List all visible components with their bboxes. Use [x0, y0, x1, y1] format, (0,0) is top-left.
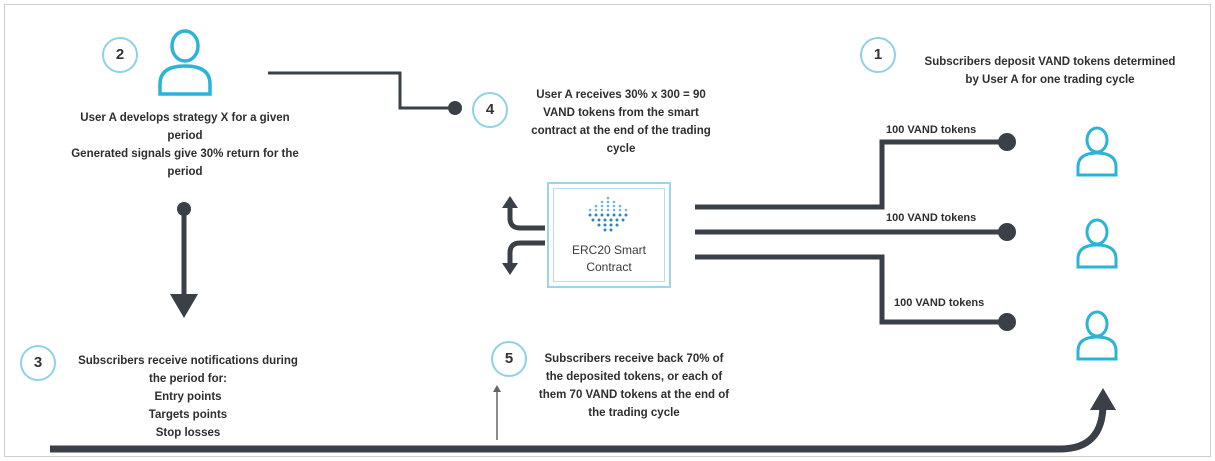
user-icon [1076, 310, 1118, 361]
contract-label-line: Contract [586, 260, 632, 274]
user-icon [1076, 218, 1118, 269]
step-badge-3: 3 [20, 345, 56, 381]
diagram-frame [4, 4, 1211, 457]
text-line: the period for: [149, 373, 227, 385]
text-line: by User A for one trading cycle [965, 74, 1135, 86]
deposit-line-3 [695, 254, 1004, 325]
text-line: Entry points [154, 391, 222, 403]
text-line: Subscribers deposit VAND tokens determin… [924, 56, 1176, 68]
text-line: Stop losses [155, 427, 221, 439]
connector-dot [998, 133, 1016, 151]
smart-contract-box: ERC20 Smart Contract [547, 182, 671, 288]
text-line: the deposited tokens, or each of [545, 371, 723, 383]
down-arrow-head [170, 294, 198, 318]
step1-text: Subscribers deposit VAND tokens determin… [900, 53, 1200, 89]
step3-text: Subscribers receive notifications during… [58, 352, 318, 442]
contract-label-line: ERC20 Smart [571, 243, 647, 257]
deposit-line-1 [695, 139, 1004, 210]
user-icon [158, 29, 212, 96]
step-badge-4: 4 [472, 92, 508, 128]
return-arrow [50, 403, 1107, 453]
deposit-label-3: 100 VAND tokens [894, 297, 985, 309]
contract-out-arrow-top [507, 205, 545, 231]
text-line: them 70 VAND tokens at the end of [538, 389, 730, 401]
connector-dot [998, 313, 1016, 331]
deposit-label-1: 100 VAND tokens [886, 124, 977, 136]
contract-inner-border [553, 188, 665, 282]
text-line: Subscribers receive back 70% of [544, 353, 724, 365]
text-line: cycle [606, 143, 636, 155]
step-badge-5: 5 [491, 341, 527, 377]
step5-text: Subscribers receive back 70% of the depo… [518, 350, 750, 422]
text-line: Subscribers receive notifications during [78, 355, 298, 367]
step-badge-1: 1 [860, 37, 896, 73]
text-line: Generated signals give 30% return for th… [71, 148, 299, 160]
connector-user-to-step4 [268, 71, 448, 110]
text-line: period [167, 130, 203, 142]
deposit-label-2: 100 VAND tokens [886, 212, 977, 224]
text-line: the trading cycle [588, 407, 680, 419]
text-line: period [167, 166, 203, 178]
user-icon [1076, 126, 1118, 177]
contract-out-arrow-bottom-head [502, 263, 518, 275]
step4-text: User A receives 30% x 300 = 90 VAND toke… [508, 86, 734, 158]
contract-out-arrow-bottom [507, 240, 545, 266]
step2-text: User A develops strategy X for a given p… [52, 109, 318, 181]
contract-label: ERC20 Smart Contract [549, 242, 669, 276]
text-line: VAND tokens from the smart [543, 107, 699, 119]
return-arrow-head [1090, 388, 1116, 410]
text-line: User A receives 30% x 300 = 90 [536, 89, 706, 101]
text-line: User A develops strategy X for a given [80, 112, 290, 124]
dot-cube-logo [588, 196, 628, 232]
step-badge-2: 2 [102, 37, 138, 73]
connector-dot [448, 101, 462, 115]
connector-dot [998, 223, 1016, 241]
contract-out-arrow-top-head [502, 196, 518, 208]
step5-pointer-head [493, 385, 501, 392]
text-line: contract at the end of the trading [531, 125, 711, 137]
text-line: Targets points [148, 409, 228, 421]
